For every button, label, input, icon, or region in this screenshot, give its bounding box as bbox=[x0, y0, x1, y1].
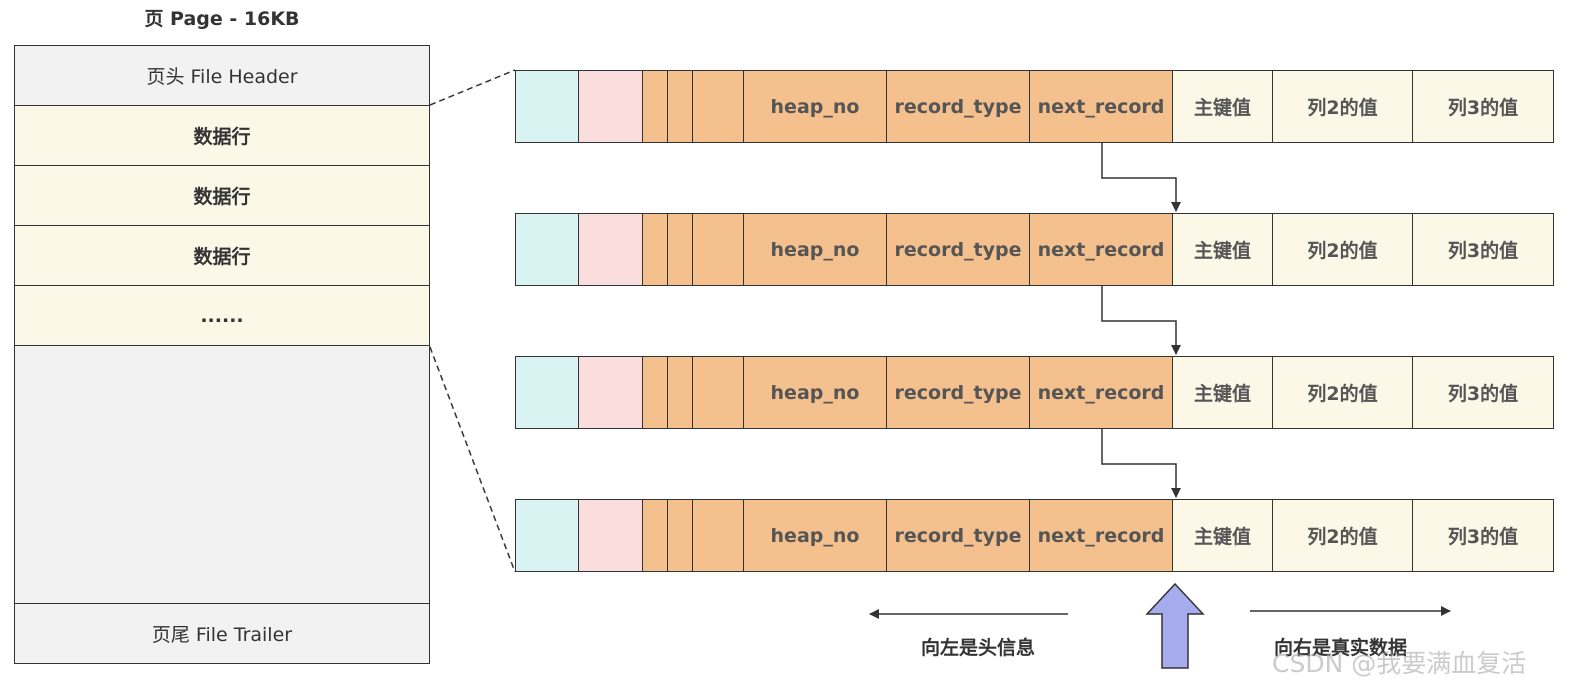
record-cell-pink bbox=[579, 500, 643, 571]
record-row-4: heap_no record_type next_record 主键值 列2的值… bbox=[515, 499, 1554, 572]
next-record-arrow bbox=[1101, 286, 1181, 355]
record-cell-orange bbox=[643, 500, 668, 571]
primary-key-cell: 主键值 bbox=[1173, 214, 1273, 285]
up-arrow bbox=[1145, 582, 1205, 669]
column3-cell: 列3的值 bbox=[1413, 500, 1554, 571]
record-cell-orange bbox=[643, 71, 668, 142]
record-cell-cyan bbox=[515, 500, 579, 571]
record-cell-pink bbox=[579, 357, 643, 428]
next-record-cell: next_record bbox=[1030, 214, 1173, 285]
data-row: 数据行 bbox=[15, 106, 429, 166]
caption-right: 向右是真实数据 bbox=[1274, 637, 1408, 659]
record-cell-orange bbox=[693, 214, 744, 285]
primary-key-cell: 主键值 bbox=[1173, 357, 1273, 428]
next-record-arrow bbox=[1101, 429, 1181, 498]
watermark: CSDN @我要满血复活 bbox=[1272, 649, 1527, 678]
zoom-line-bottom bbox=[429, 346, 516, 573]
record-cell-cyan bbox=[515, 357, 579, 428]
record-cell-orange bbox=[668, 500, 693, 571]
record-cell-orange bbox=[668, 71, 693, 142]
column3-cell: 列3的值 bbox=[1413, 214, 1554, 285]
column2-cell: 列2的值 bbox=[1273, 214, 1413, 285]
page-box: 页头 File Header 数据行 数据行 数据行 ...... 页尾 Fil… bbox=[14, 45, 430, 664]
column2-cell: 列2的值 bbox=[1273, 500, 1413, 571]
record-type-cell: record_type bbox=[887, 214, 1030, 285]
record-type-cell: record_type bbox=[887, 71, 1030, 142]
primary-key-cell: 主键值 bbox=[1173, 500, 1273, 571]
record-row-1: heap_no record_type next_record 主键值 列2的值… bbox=[515, 70, 1554, 143]
record-cell-orange bbox=[668, 357, 693, 428]
record-cell-pink bbox=[579, 214, 643, 285]
record-cell-orange bbox=[693, 500, 744, 571]
data-row: 数据行 bbox=[15, 166, 429, 226]
record-cell-cyan bbox=[515, 214, 579, 285]
next-record-cell: next_record bbox=[1030, 357, 1173, 428]
record-row-2: heap_no record_type next_record 主键值 列2的值… bbox=[515, 213, 1554, 286]
data-row: 数据行 bbox=[15, 226, 429, 286]
record-row-3: heap_no record_type next_record 主键值 列2的值… bbox=[515, 356, 1554, 429]
zoom-line-top bbox=[429, 69, 516, 106]
next-record-cell: next_record bbox=[1030, 71, 1173, 142]
record-cell-orange bbox=[643, 357, 668, 428]
caption-left: 向左是头信息 bbox=[921, 637, 1036, 659]
column3-cell: 列3的值 bbox=[1413, 71, 1554, 142]
record-cell-cyan bbox=[515, 71, 579, 142]
column2-cell: 列2的值 bbox=[1273, 71, 1413, 142]
next-record-arrow bbox=[1101, 143, 1181, 212]
record-type-cell: record_type bbox=[887, 500, 1030, 571]
file-header: 页头 File Header bbox=[15, 46, 429, 106]
file-trailer: 页尾 File Trailer bbox=[15, 603, 429, 663]
primary-key-cell: 主键值 bbox=[1173, 71, 1273, 142]
heap-no-cell: heap_no bbox=[744, 500, 887, 571]
column3-cell: 列3的值 bbox=[1413, 357, 1554, 428]
record-cell-pink bbox=[579, 71, 643, 142]
record-cell-orange bbox=[693, 357, 744, 428]
next-record-cell: next_record bbox=[1030, 500, 1173, 571]
column2-cell: 列2的值 bbox=[1273, 357, 1413, 428]
page-title: 页 Page - 16KB bbox=[144, 8, 300, 30]
heap-no-cell: heap_no bbox=[744, 71, 887, 142]
record-cell-orange bbox=[643, 214, 668, 285]
record-cell-orange bbox=[693, 71, 744, 142]
data-row-ellipsis: ...... bbox=[15, 286, 429, 346]
heap-no-cell: heap_no bbox=[744, 357, 887, 428]
heap-no-cell: heap_no bbox=[744, 214, 887, 285]
record-cell-orange bbox=[668, 214, 693, 285]
record-type-cell: record_type bbox=[887, 357, 1030, 428]
